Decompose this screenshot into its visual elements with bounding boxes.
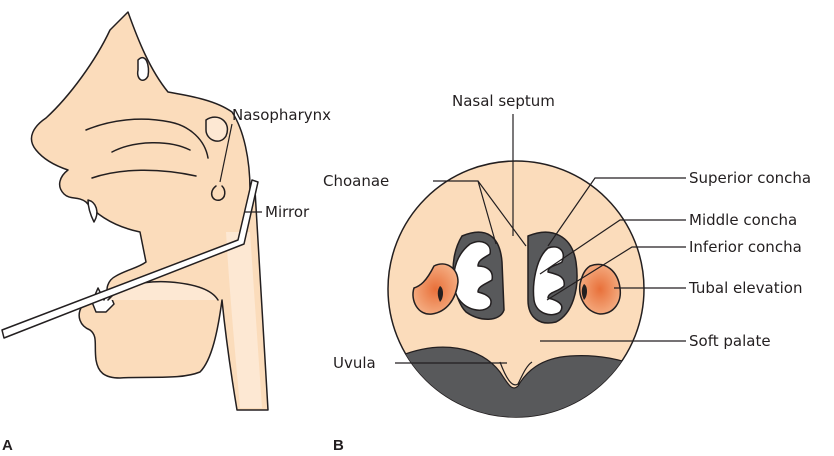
middle-concha-label: Middle concha — [689, 211, 797, 229]
nasal-septum-label: Nasal septum — [452, 92, 555, 110]
panel-b-mirror-view: Nasal septum Choanae Superior concha Mid… — [323, 92, 811, 454]
sphenoid-sinus — [206, 117, 227, 141]
choanae-label: Choanae — [323, 172, 389, 190]
head-profile — [31, 12, 268, 410]
panel-a-label: A — [2, 437, 13, 454]
uvula-label: Uvula — [333, 354, 376, 372]
mirror-label: Mirror — [265, 203, 310, 221]
panel-b-label: B — [333, 437, 344, 454]
tubal-elevation-label: Tubal elevation — [688, 279, 802, 297]
inferior-concha-label: Inferior concha — [689, 238, 802, 256]
nasopharynx-label: Nasopharynx — [232, 106, 331, 124]
superior-concha-label: Superior concha — [689, 169, 811, 187]
frontal-sinus — [138, 58, 149, 81]
soft-palate-label: Soft palate — [689, 332, 771, 350]
panel-a-sagittal-section: Nasopharynx Mirror A — [2, 12, 331, 454]
